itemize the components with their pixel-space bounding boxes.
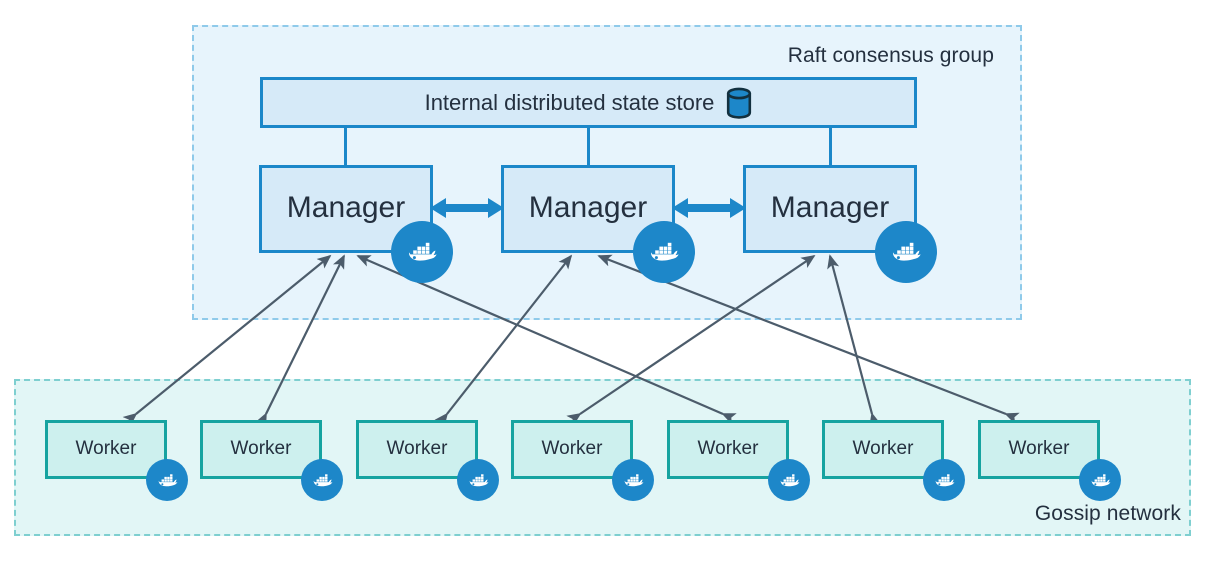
manager-node-label: Manager: [528, 191, 648, 224]
worker-node-2[interactable]: Worker: [200, 420, 322, 479]
docker-whale-icon: [457, 459, 499, 501]
worker-node-label: Worker: [386, 438, 448, 459]
worker-node-label: Worker: [697, 438, 759, 459]
manager-node-2[interactable]: Manager: [501, 165, 675, 253]
worker-node-3[interactable]: Worker: [356, 420, 478, 479]
docker-whale-icon: [391, 221, 453, 283]
worker-node-5[interactable]: Worker: [667, 420, 789, 479]
internal-state-store: Internal distributed state store: [260, 77, 917, 128]
docker-whale-icon: [768, 459, 810, 501]
docker-whale-icon: [633, 221, 695, 283]
worker-node-label: Worker: [75, 438, 137, 459]
stem-store-manager2: [587, 127, 590, 166]
worker-node-6[interactable]: Worker: [822, 420, 944, 479]
worker-node-4[interactable]: Worker: [511, 420, 633, 479]
worker-node-1[interactable]: Worker: [45, 420, 167, 479]
gossip-network-label: Gossip network: [1034, 502, 1181, 525]
worker-node-7[interactable]: Worker: [978, 420, 1100, 479]
raft-group-label: Raft consensus group: [787, 44, 994, 67]
manager-node-label: Manager: [770, 191, 890, 224]
worker-node-label: Worker: [852, 438, 914, 459]
stem-store-manager3: [829, 127, 832, 166]
database-cylinder-icon: [726, 87, 752, 119]
state-store-label: Internal distributed state store: [424, 89, 715, 115]
docker-whale-icon: [301, 459, 343, 501]
peer-link-manager1-manager2: [430, 196, 504, 220]
stem-store-manager1: [344, 127, 347, 166]
docker-whale-icon: [1079, 459, 1121, 501]
worker-node-label: Worker: [1008, 438, 1070, 459]
manager-node-label: Manager: [286, 191, 406, 224]
docker-whale-icon: [875, 221, 937, 283]
worker-node-label: Worker: [230, 438, 292, 459]
docker-whale-icon: [923, 459, 965, 501]
docker-whale-icon: [146, 459, 188, 501]
docker-whale-icon: [612, 459, 654, 501]
worker-node-label: Worker: [541, 438, 603, 459]
peer-link-manager2-manager3: [672, 196, 746, 220]
